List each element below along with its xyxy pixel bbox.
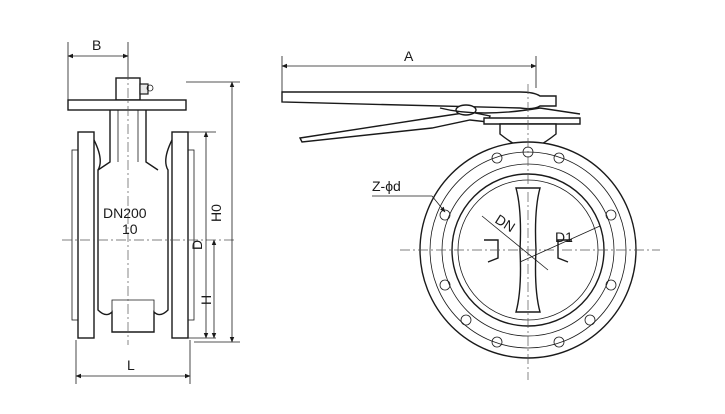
- latch-lever: [298, 111, 491, 143]
- disc-lugs: [484, 239, 572, 263]
- sector-arc: [439, 107, 581, 115]
- flange-left: [77, 131, 95, 339]
- bolt-hole: [605, 279, 617, 291]
- bolt-hole: [605, 209, 617, 221]
- neck: [97, 110, 159, 171]
- label-b: B: [92, 37, 101, 53]
- d1-leader: [519, 225, 601, 263]
- flange-lip-right: [187, 149, 195, 321]
- bolt-hole: [491, 336, 503, 348]
- latch-pivot: [455, 104, 477, 116]
- lock-pin: [146, 84, 154, 92]
- bolt-hole: [584, 314, 596, 326]
- label-z-phi-d: Z-ϕd: [372, 178, 401, 194]
- label-h0: H0: [208, 204, 224, 222]
- label-d: D: [189, 240, 205, 250]
- lever-handle: [281, 91, 557, 110]
- bottom-stub: [111, 299, 155, 312]
- dn-leader: [481, 215, 549, 271]
- bolt-hole: [491, 152, 503, 164]
- bolt-hole: [439, 279, 451, 291]
- side-view: B DN200 10 H0 D: [62, 37, 240, 384]
- label-d1: D1: [555, 229, 573, 245]
- body-outline: [93, 139, 173, 333]
- bolt-hole: [553, 152, 565, 164]
- label-a: A: [404, 48, 414, 64]
- z-leader-arrow: [431, 195, 446, 213]
- pn-code: 10: [122, 221, 138, 237]
- bolt-hole: [553, 336, 565, 348]
- label-h: H: [198, 295, 214, 305]
- handle-lock: [139, 83, 149, 95]
- flange-lip-left: [71, 149, 79, 321]
- lever-plate: [67, 99, 187, 111]
- bolt-hole: [460, 314, 472, 326]
- sector-plate: [483, 117, 581, 125]
- dn-code: DN200: [103, 205, 147, 221]
- flange-right: [171, 131, 189, 339]
- label-l: L: [127, 357, 135, 373]
- front-view: A: [281, 48, 660, 380]
